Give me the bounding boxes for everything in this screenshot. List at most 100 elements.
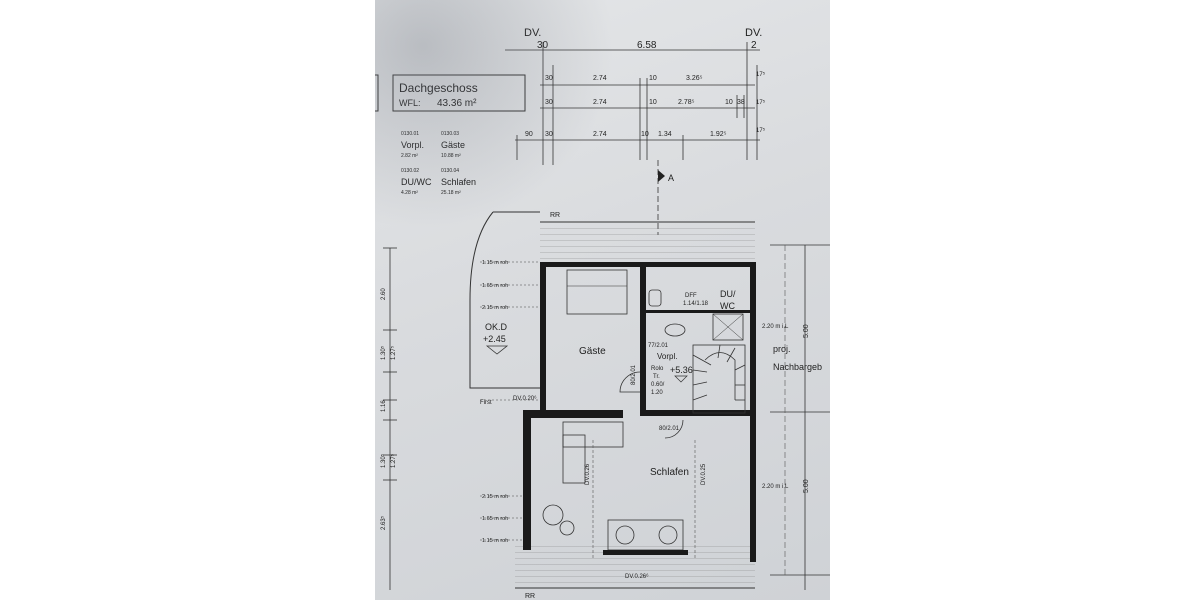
dim-label: 30 xyxy=(545,99,553,106)
lh-label: 2.20 m i.L xyxy=(762,324,789,330)
dv-height: DV.0.25 xyxy=(701,463,707,485)
door-size: 77/2.01 xyxy=(648,343,669,349)
dv-height: DV.0.26 xyxy=(585,463,591,485)
rolo-text: 0.60/ xyxy=(651,382,665,388)
dim-label: 2 xyxy=(751,40,757,51)
room-name: Schlafen xyxy=(441,177,476,187)
room-area: 4.28 m² xyxy=(401,190,418,196)
room-label-gaeste: Gäste xyxy=(579,346,606,357)
dim-label: 10 xyxy=(649,99,657,106)
proj-label: proj. xyxy=(773,344,791,354)
dim-label: 30 xyxy=(545,75,553,82)
washbasin-icon xyxy=(664,323,686,337)
dim-label: 2.78⁵ xyxy=(678,99,695,106)
roh-height: 1.65 m roh xyxy=(482,516,508,522)
okd-value: +2.45 xyxy=(483,334,506,344)
roh-height: 1.65 m roh xyxy=(482,283,508,289)
wfl-value: 43.36 m² xyxy=(437,98,477,109)
dim-label: 90 xyxy=(525,131,533,138)
door-swing xyxy=(664,419,684,439)
rolo-text: Rolo xyxy=(651,366,664,372)
dim-label: 10 xyxy=(649,75,657,82)
rolo-text: Tr. xyxy=(653,374,660,380)
roh-height: 1.15 m roh xyxy=(482,538,508,544)
lh-label: 2.20 m i.L xyxy=(762,484,789,490)
window-bottom xyxy=(603,550,688,555)
dff-size: 1.14/1.18 xyxy=(683,301,709,307)
dim-label: 30 xyxy=(537,40,549,51)
plan-title: Dachgeschoss xyxy=(399,81,478,95)
section-label: A xyxy=(668,173,674,183)
dim-label: 3.26⁵ xyxy=(686,75,703,82)
dim-label: 1.27⁵ xyxy=(390,453,397,468)
height-lines xyxy=(480,261,540,541)
dim-label: 1.16 xyxy=(381,400,387,412)
room-code: 0130.03 xyxy=(441,131,459,137)
dv-right-label: DV. xyxy=(745,27,762,39)
plant-icon xyxy=(542,504,564,526)
first-label: First xyxy=(480,400,492,406)
wfl-label: WFL: xyxy=(399,98,421,108)
room-code: 0130.02 xyxy=(401,168,419,174)
staircase xyxy=(692,344,746,414)
dim-label: 5.00 xyxy=(803,479,810,493)
room-area: 2.82 m² xyxy=(401,153,418,159)
dim-label: 2.63⁵ xyxy=(380,515,387,530)
level-marker-icon xyxy=(674,375,688,383)
dim-label: 2.74 xyxy=(593,99,607,106)
dv-height: DV.0.20⁶ xyxy=(513,395,537,402)
guest-bed xyxy=(566,269,628,315)
left-box-edge xyxy=(375,74,379,112)
room-name: Gäste xyxy=(441,140,465,150)
room-area: 25.18 m² xyxy=(441,190,461,196)
roh-height: 2.15 m roh xyxy=(482,494,508,500)
dim-label: 17⁵ xyxy=(756,71,766,78)
dim-label: 1.92⁵ xyxy=(710,131,727,138)
dim-label: 1.34 xyxy=(658,131,672,138)
dim-label: 10 xyxy=(641,131,649,138)
floor-plan-drawing: Dachgeschoss WFL: 43.36 m² 0130.01 Vorpl… xyxy=(375,27,830,600)
dim-label: 10 xyxy=(725,99,733,106)
room-code: 0130.04 xyxy=(441,168,459,174)
rr-label-bottom: RR xyxy=(525,593,535,600)
dv-height: DV.0.26⁶ xyxy=(625,573,649,580)
level-marker-icon xyxy=(485,345,509,355)
dim-label: 2.74 xyxy=(593,131,607,138)
rolo-text: 1.20 xyxy=(651,390,663,396)
door-swing xyxy=(619,371,641,393)
room-label-vorpl: Vorpl. xyxy=(657,352,677,361)
room-name: DU/WC xyxy=(401,177,432,187)
dff-label: DFF xyxy=(685,293,697,299)
dim-label: 30 xyxy=(545,131,553,138)
dv-left-label: DV. xyxy=(524,27,541,39)
title-box xyxy=(392,74,526,112)
vorpl-level: +5.36 xyxy=(670,365,693,375)
dim-label: 2.60 xyxy=(381,288,387,300)
dim-label: 5.00 xyxy=(803,324,810,338)
roh-height: 1.15 m roh xyxy=(482,260,508,266)
balcony-outline xyxy=(469,211,540,389)
left-dim-ticks xyxy=(383,247,397,481)
shower xyxy=(712,313,744,341)
room-name: Vorpl. xyxy=(401,140,424,150)
dim-label: 1.27⁵ xyxy=(390,345,397,360)
room-code: 0130.01 xyxy=(401,131,419,137)
nachbar-label: Nachbargeb xyxy=(773,362,822,372)
toilet-icon xyxy=(648,289,662,307)
door-size: 80/2.01 xyxy=(631,364,637,385)
dim-label: 2.74 xyxy=(593,75,607,82)
plan-sheet: Dachgeschoss WFL: 43.36 m² 0130.01 Vorpl… xyxy=(375,0,830,600)
top-dimensions xyxy=(505,42,760,165)
roof-hatch-top xyxy=(540,225,755,265)
room-label-wc: WC xyxy=(720,301,735,311)
room-label-schlafen: Schlafen xyxy=(650,467,689,478)
dim-label: 1.30⁵ xyxy=(380,345,387,360)
room-area: 10.88 m² xyxy=(441,153,461,159)
roh-height: 2.15 m roh xyxy=(482,305,508,311)
room-label-du: DU/ xyxy=(720,289,736,299)
dim-label: 1.30⁵ xyxy=(380,453,387,468)
section-arrow-icon xyxy=(658,170,665,182)
okd-label: OK.D xyxy=(485,322,508,332)
sofa xyxy=(562,421,624,448)
rr-label-top: RR xyxy=(550,212,560,219)
